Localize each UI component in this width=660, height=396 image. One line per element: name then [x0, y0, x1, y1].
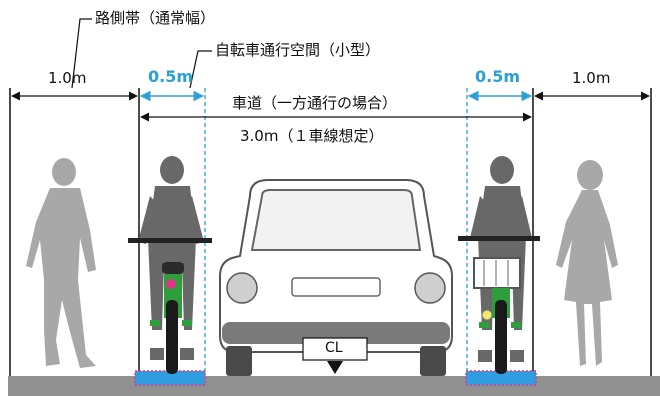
left-bike-lane-marking — [134, 370, 206, 386]
car-rear-view — [219, 179, 453, 376]
bike-space-leader-line — [189, 50, 212, 89]
bike-space-title: 自転車通行空間（小型） — [215, 41, 381, 59]
shoulder-title: 路側帯（通常幅） — [95, 9, 216, 27]
centerline-arrow-icon — [327, 361, 343, 374]
road-surface — [8, 376, 660, 396]
lane-width-label: 3.0m（１車線想定） — [240, 127, 384, 145]
right-pedestrian — [556, 160, 618, 366]
right-shoulder-width-label: 1.0m — [572, 69, 611, 87]
centerline-box — [302, 337, 368, 361]
left-shoulder-width-label: 1.0m — [48, 69, 87, 87]
right-bike-lane-marking — [465, 370, 537, 386]
left-bike-width-label: 0.5m — [148, 67, 194, 86]
centerline-label: CL — [325, 340, 343, 356]
right-cyclist — [458, 156, 540, 374]
shoulder-leader-line — [71, 18, 92, 89]
right-bike-width-label: 0.5m — [475, 67, 521, 86]
left-cyclist — [128, 156, 212, 374]
roadway-title: 車道（一方通行の場合） — [232, 94, 398, 112]
left-pedestrian — [26, 158, 96, 368]
